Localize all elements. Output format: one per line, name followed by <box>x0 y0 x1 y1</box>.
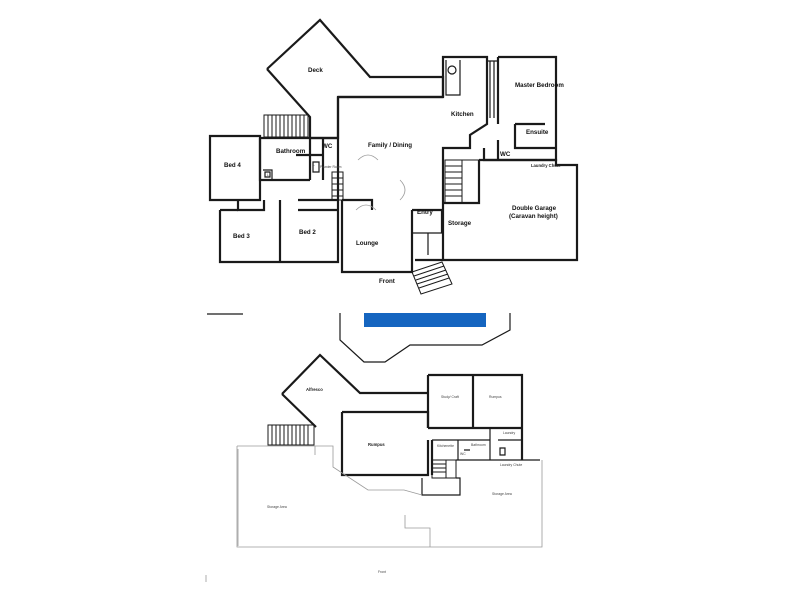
bed4-label: Bed 4 <box>224 162 241 169</box>
deck-walls <box>266 18 445 140</box>
entry-left-stairs <box>331 171 344 201</box>
front-label: Front <box>379 278 395 285</box>
storage-area-left-label: Storage Area <box>267 505 287 509</box>
upper-floor-plan <box>208 18 579 295</box>
upper-floor-labels: Deck Kitchen Master Bedroom Ensuite WC L… <box>224 67 564 285</box>
master-bedroom-walls <box>496 55 558 162</box>
rumpus-label: Rumpus <box>368 442 385 447</box>
bed3-bed2-walls <box>218 198 340 264</box>
family-dining-walls <box>336 55 489 203</box>
deck-stairs <box>263 114 309 138</box>
wc-main-label: WC <box>322 143 333 150</box>
caravan-height-label: (Caravan height) <box>509 213 558 220</box>
wc-lower-label: WC <box>460 452 466 456</box>
alfresco-label: Alfresco <box>306 387 323 392</box>
bathroom-label: Bathroom <box>276 148 306 155</box>
entry-label: Entry <box>417 209 433 216</box>
storage-area-right-label: Storage Area <box>492 492 512 496</box>
ensuite-label: Ensuite <box>526 129 549 136</box>
wc-master-label: WC <box>500 151 511 158</box>
site-outline <box>207 313 511 363</box>
alfresco-walls <box>281 353 428 428</box>
rumpus-right-label: Rumpus <box>489 395 502 399</box>
powder-room-label: Powder Room <box>320 165 342 169</box>
internal-stairs <box>444 159 480 204</box>
lower-stairs <box>267 424 315 446</box>
bed2-label: Bed 2 <box>299 229 316 236</box>
laundry-label: Laundry <box>503 431 516 435</box>
bathroom-lower-label: Bathroom <box>471 443 486 447</box>
study-rumpus-walls <box>426 373 524 460</box>
kitchen-label: Kitchen <box>451 111 474 118</box>
lounge-label: Lounge <box>356 240 379 247</box>
laundry-chute-lower-label: Laundry Chute <box>500 463 522 467</box>
double-garage-label: Double Garage <box>512 205 557 212</box>
study-craft-label: Study/ Craft <box>441 395 459 399</box>
bath-l1-label: L <box>267 173 269 177</box>
front-lower-label: Front <box>378 570 386 574</box>
master-bedroom-label: Master Bedroom <box>515 82 564 89</box>
rumpus-walls <box>340 410 434 477</box>
lower-inner-stairs <box>431 459 457 479</box>
kitchenette-label: Kitchenette <box>437 444 454 448</box>
pool <box>364 313 486 327</box>
deck-label: Deck <box>308 67 323 74</box>
lower-floor-labels: Alfresco Study/ Craft Rumpus Rumpus Kitc… <box>267 387 522 574</box>
bed3-label: Bed 3 <box>233 233 250 240</box>
storage-label: Storage <box>448 220 472 227</box>
family-dining-label: Family / Dining <box>368 142 412 149</box>
bed4-walls <box>208 134 262 202</box>
bath-l2-label: L <box>313 163 315 167</box>
front-stairs <box>411 261 453 295</box>
lower-floor-plan <box>236 353 543 548</box>
laundry-chute-label: Laundry Chute <box>531 163 561 168</box>
